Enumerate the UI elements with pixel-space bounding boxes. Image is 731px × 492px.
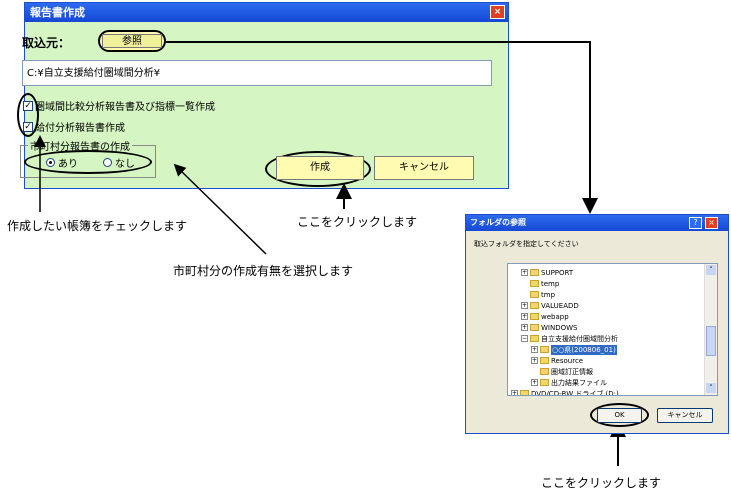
caption-click-create: ここをクリックします (297, 215, 418, 229)
tree-item[interactable]: + VALUEADD (511, 300, 619, 311)
tree-item[interactable]: + SUPPORT (511, 267, 619, 278)
tree-expander-icon[interactable]: + (521, 313, 528, 320)
tree-expander-icon[interactable]: + (521, 302, 528, 309)
folder-icon (530, 324, 539, 331)
radio-yes[interactable]: あり (46, 155, 78, 170)
tree-item-label: 自立支援給付圏域間分析 (541, 334, 618, 343)
browse-button-highlight: 参照 (98, 30, 166, 52)
cancel-button[interactable]: キャンセル (374, 156, 474, 180)
folder-icon (530, 313, 539, 320)
tree-item-label: 出力結果ファイル (551, 378, 607, 387)
scroll-thumb[interactable] (706, 326, 716, 356)
scroll-up-icon[interactable]: ˄ (706, 265, 716, 275)
tree-item-label: temp (541, 279, 560, 288)
tree-item-label: webapp (541, 312, 569, 321)
ok-button[interactable]: OK (597, 408, 642, 423)
tree-item-label: SUPPORT (541, 268, 574, 277)
radio-unselected-icon[interactable] (103, 158, 112, 167)
dialog-title: 報告書作成 (25, 3, 508, 22)
folder-icon (520, 390, 529, 395)
caption-click-ok: ここをクリックします (541, 476, 662, 490)
tree-item[interactable]: temp (511, 278, 619, 289)
close-icon[interactable]: × (705, 217, 718, 229)
radio-selected-icon[interactable] (46, 158, 55, 167)
browse-dialog-title: フォルダの参照 (466, 215, 728, 231)
close-icon[interactable]: × (490, 5, 505, 19)
caption-select-municipal: 市町村分の作成有無を選択します (173, 264, 354, 278)
tree-expander-icon[interactable]: + (531, 379, 538, 386)
folder-icon (530, 269, 539, 276)
scroll-down-icon[interactable]: ˅ (706, 383, 716, 393)
tree-item[interactable]: 圏域訂正情報 (511, 366, 619, 377)
tree-item[interactable]: + WINDOWS (511, 322, 619, 333)
radio-no[interactable]: なし (103, 155, 135, 170)
folder-icon (540, 357, 549, 364)
folder-icon (530, 302, 539, 309)
radio-label: あり (58, 159, 78, 170)
folder-icon (530, 291, 539, 298)
tree-item-label: WINDOWS (541, 323, 578, 332)
folder-icon (540, 346, 549, 353)
browse-cancel-button[interactable]: キャンセル (657, 408, 713, 423)
folder-browse-dialog: フォルダの参照 ? × 取込フォルダを指定してください + SUPPORT temp… (465, 214, 729, 434)
checkbox-highlight-oval (17, 93, 39, 137)
tree-scrollbar[interactable]: ˄ ˅ (704, 264, 717, 395)
tree-item-label: Resource (551, 356, 584, 365)
tree-expander-icon[interactable]: + (531, 346, 538, 353)
tree-expander-icon[interactable]: + (531, 357, 538, 364)
tree-expander-icon[interactable]: + (511, 390, 518, 396)
folder-icon (530, 335, 539, 342)
checkbox-label: 給付分析報告書作成 (35, 123, 125, 134)
folder-icon (540, 379, 549, 386)
radio-label: なし (115, 159, 135, 170)
caption-check-books: 作成したい帳簿をチェックします (7, 219, 188, 233)
tree-expander-icon[interactable]: + (521, 269, 528, 276)
tree-item-label: ○○県(200806_01) (551, 344, 617, 355)
ok-highlight-oval (590, 403, 649, 427)
tree-item[interactable]: + DVD/CD-RW ドライブ (D:) (511, 388, 619, 396)
tree-item-label: DVD/CD-RW ドライブ (D:) (531, 389, 619, 396)
browse-prompt: 取込フォルダを指定してください (474, 240, 579, 248)
create-highlight-oval (265, 151, 371, 187)
checkbox-label: 圏域間比較分析報告書及び指標一覧作成 (35, 102, 215, 113)
tree-item[interactable]: + 出力結果ファイル (511, 377, 619, 388)
tree-item-label: 圏域訂正情報 (551, 367, 593, 376)
create-button[interactable]: 作成 (276, 156, 364, 180)
tree-item[interactable]: + ○○県(200806_01) (511, 344, 619, 355)
tree-expander-icon[interactable]: + (521, 324, 528, 331)
tree-item-label: tmp (541, 290, 556, 299)
tree-expander-icon[interactable]: − (521, 335, 528, 342)
source-label: 取込元： (22, 36, 71, 50)
browse-button[interactable]: 参照 (102, 34, 162, 48)
help-icon[interactable]: ? (689, 217, 702, 229)
folder-icon (540, 368, 549, 375)
tree-item[interactable]: tmp (511, 289, 619, 300)
folder-icon (530, 280, 539, 287)
source-path-field[interactable]: C:¥自立支援給付圏域間分析¥ (22, 60, 492, 86)
tree-item-label: VALUEADD (541, 301, 579, 310)
tree-item[interactable]: + webapp (511, 311, 619, 322)
tree-item[interactable]: − 自立支援給付圏域間分析 (511, 333, 619, 344)
group-title: 市町村分報告書の作成 (28, 138, 132, 153)
tree-item[interactable]: + Resource (511, 355, 619, 366)
radio-highlight-oval (24, 150, 152, 174)
